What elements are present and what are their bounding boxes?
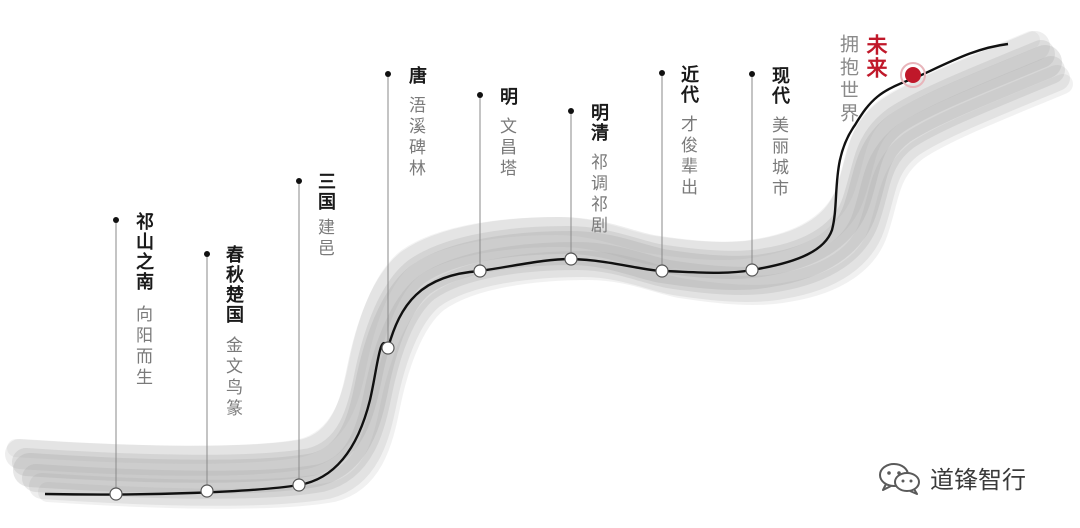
milestone-node — [109, 487, 123, 501]
wechat-icon — [879, 462, 920, 495]
milestone-desc-4: 文昌塔 — [496, 117, 516, 180]
milestone-node — [292, 478, 306, 492]
milestone-top-dot — [477, 92, 483, 98]
milestone-stems — [109, 70, 759, 501]
future-era: 未来 — [864, 34, 889, 80]
milestone-era-0: 祁山之南 — [133, 212, 154, 292]
milestone-top-dot — [113, 217, 119, 223]
milestone-desc-7: 美丽城市 — [768, 116, 788, 200]
milestone-top-dot — [659, 70, 665, 76]
milestone-node — [564, 252, 578, 266]
brush-stroke-layer — [29, 65, 1070, 506]
milestone-desc-5: 祁调祁剧 — [587, 153, 607, 237]
future-marker-icon — [900, 62, 926, 88]
milestone-top-dot — [296, 178, 302, 184]
milestone-top-dot — [204, 251, 210, 257]
watermark: 道锋智行 — [878, 460, 1026, 495]
milestone-top-dot — [385, 71, 391, 77]
milestone-top-dot — [749, 71, 755, 77]
milestone-node — [745, 263, 759, 277]
milestone-desc-0: 向阳而生 — [132, 305, 152, 389]
milestone-era-4: 明 — [497, 87, 518, 107]
brush-stroke-band — [5, 31, 1073, 509]
milestone-node — [200, 484, 214, 498]
milestone-era-2: 三国 — [315, 172, 336, 212]
milestone-era-1: 春秋楚国 — [223, 245, 244, 325]
milestone-node — [473, 264, 487, 278]
brush-stroke-layer — [7, 31, 1040, 464]
milestone-era-6: 近代 — [678, 65, 699, 105]
milestone-era-7: 现代 — [769, 66, 790, 106]
brush-stroke-layer — [38, 74, 1073, 509]
milestone-era-5: 明清 — [588, 103, 609, 143]
watermark-text: 道锋智行 — [930, 466, 1026, 494]
future-desc: 拥抱世界 — [837, 34, 859, 126]
milestone-desc-1: 金文鸟篆 — [222, 336, 242, 420]
milestone-desc-3: 浯溪碑林 — [405, 96, 425, 180]
milestone-top-dot — [568, 108, 574, 114]
milestone-node — [655, 264, 669, 278]
brush-stroke-layer — [13, 45, 1062, 494]
brush-stroke-layer — [12, 40, 1055, 483]
milestone-era-3: 唐 — [406, 66, 427, 86]
milestone-desc-2: 建邑 — [314, 218, 334, 260]
milestone-desc-6: 才俊辈出 — [677, 115, 697, 199]
brush-stroke-layer — [5, 31, 1050, 476]
brush-stroke-layer — [22, 56, 1065, 499]
milestone-node — [381, 341, 395, 355]
